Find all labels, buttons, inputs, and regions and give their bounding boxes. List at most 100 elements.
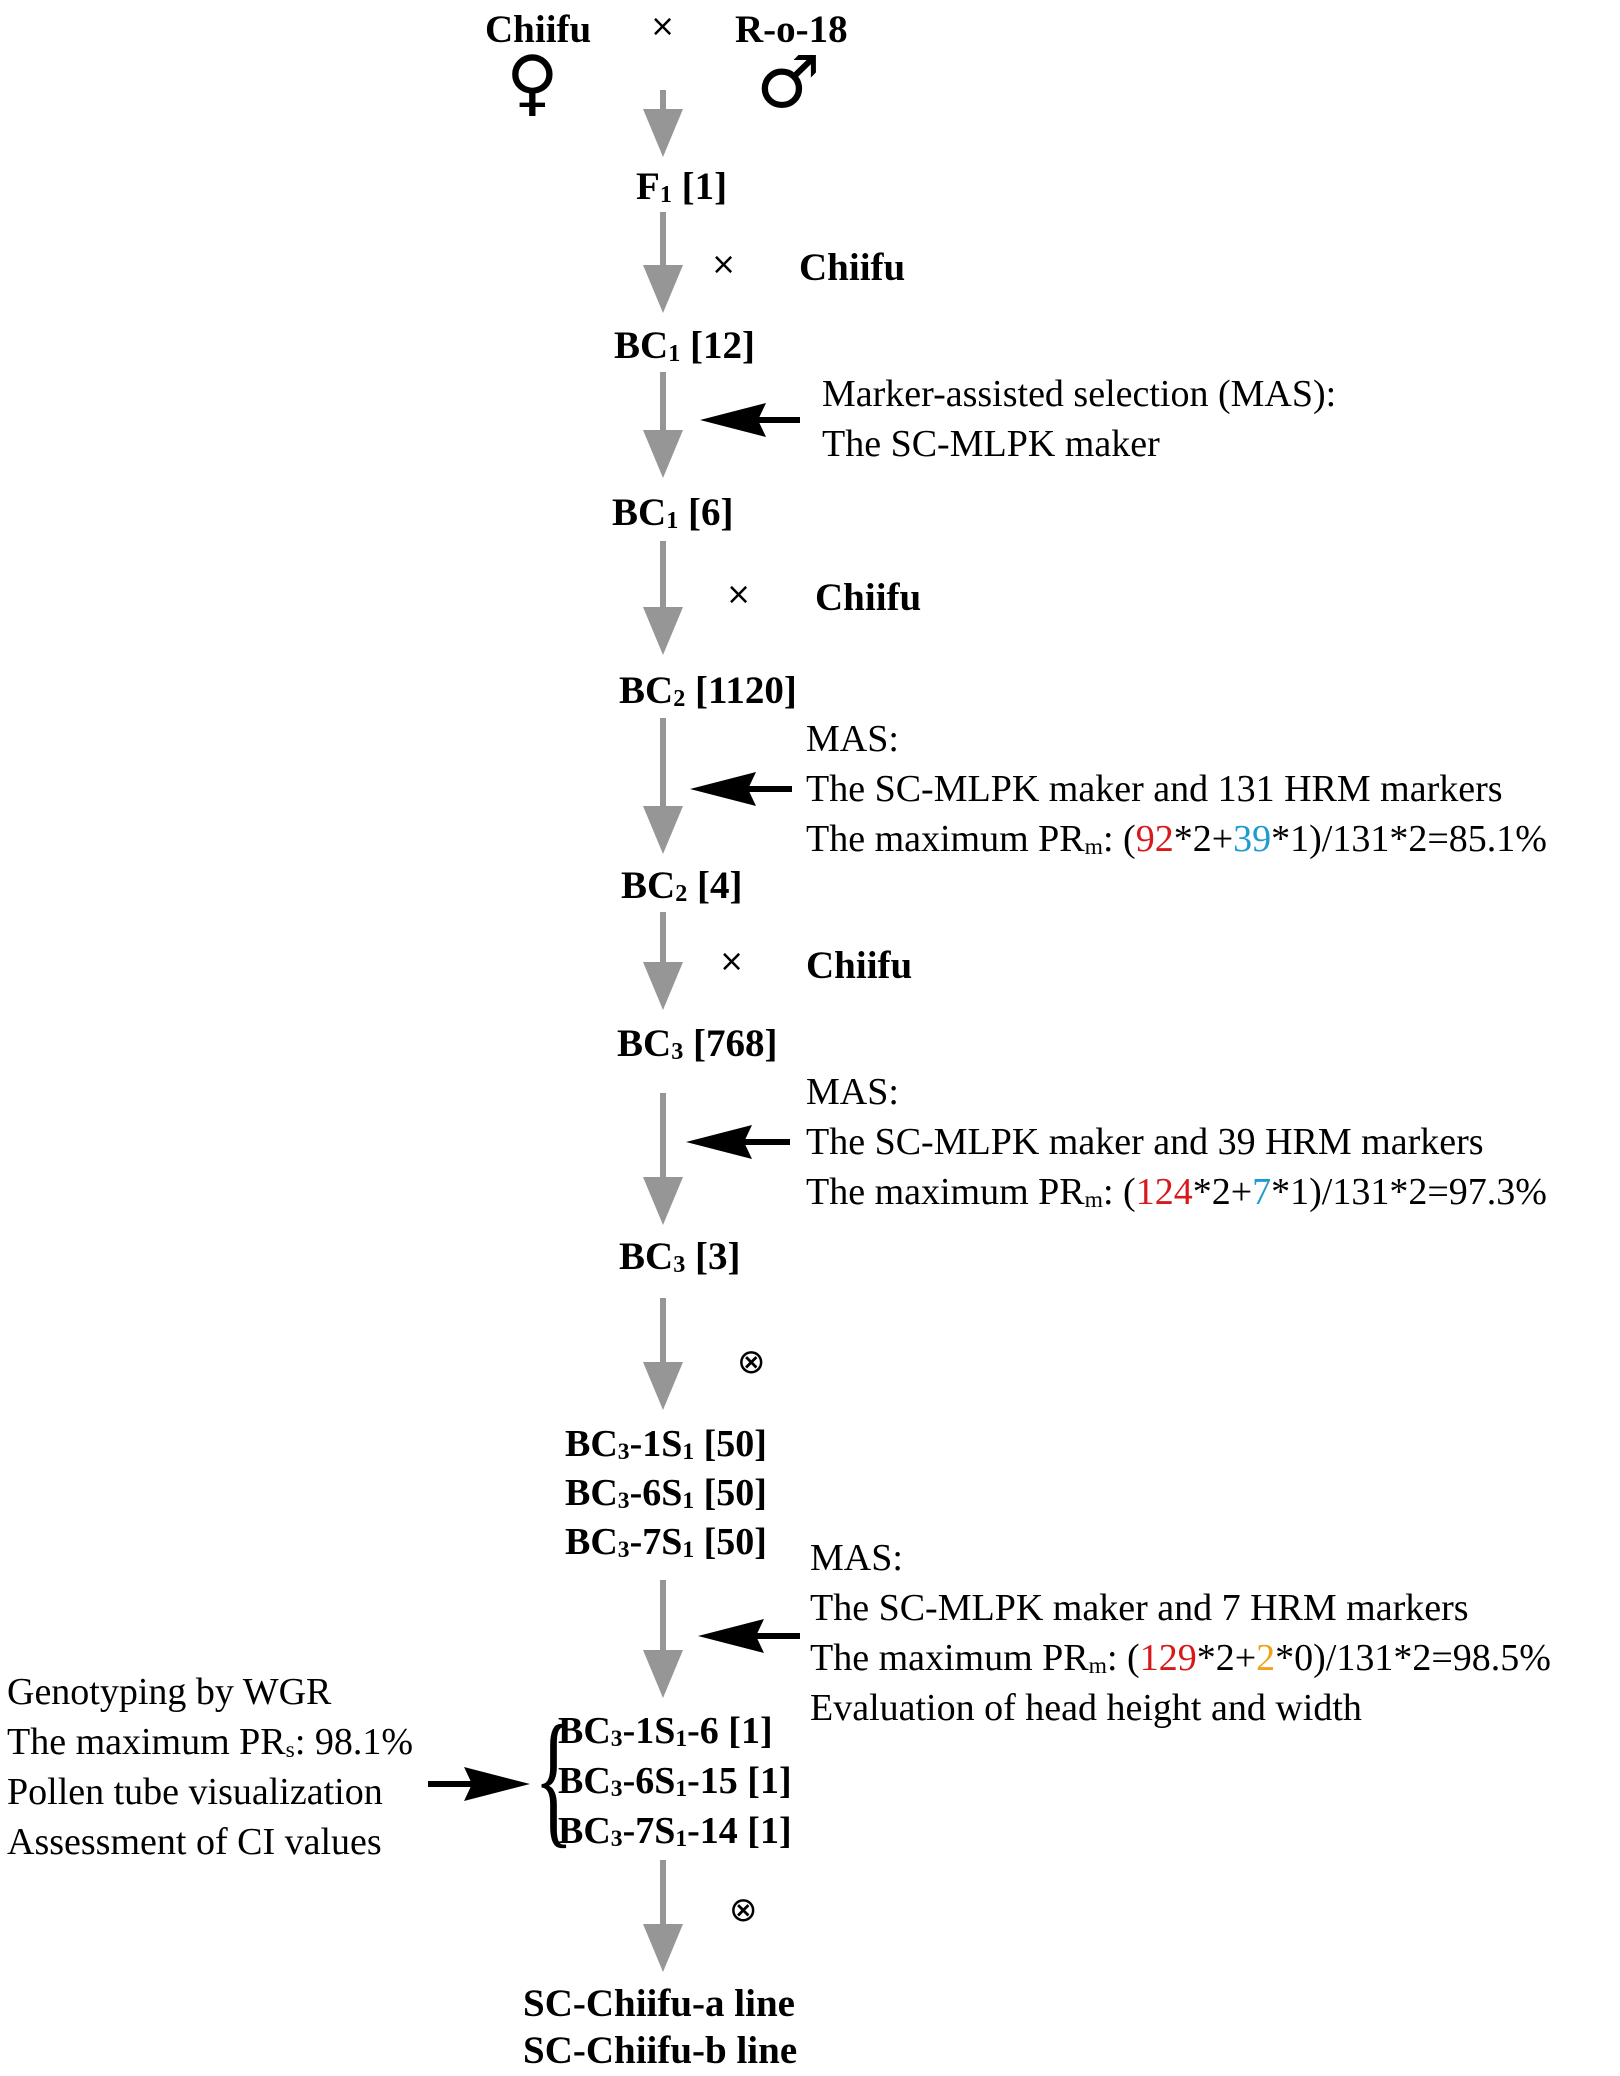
selected-plant: BC3-7S1-14 [1] — [558, 1812, 792, 1851]
plant-prefix: BC — [558, 1760, 611, 1802]
selfing-symbol: ⊗ — [729, 1890, 758, 1930]
mas-step-4-evaluation: Evaluation of head height and width — [810, 1687, 1362, 1729]
flow-arrow — [643, 90, 683, 157]
mas-step-2-proportion: The maximum PRm: (92*2+39*1)/131*2=85.1% — [806, 820, 1547, 859]
backcross-parent: Chiifu — [806, 944, 913, 987]
selection-arrow — [698, 1619, 800, 1653]
generation-bc1-initial: BC1 [12] — [614, 326, 755, 366]
mas-step-4-proportion: The maximum PRm: (129*2+2*0)/131*2=98.5% — [810, 1639, 1551, 1678]
homozygous-count: 124 — [1135, 1171, 1193, 1213]
pr-formula-mid: *2+ — [1173, 818, 1234, 860]
generation-bc3-initial: BC3 [768] — [617, 1024, 778, 1064]
plant-line: -1S — [622, 1710, 676, 1752]
plant-prefix: BC — [558, 1810, 611, 1852]
family-sub-1: 3 — [617, 1487, 630, 1514]
heterozygous-count: 39 — [1233, 818, 1272, 860]
family-sub-1: 3 — [617, 1438, 630, 1465]
heterozygous-count: 7 — [1252, 1171, 1272, 1213]
pr-colon: : ( — [1102, 818, 1136, 860]
plant-count: [3] — [695, 1235, 741, 1278]
selection-arrow — [700, 403, 800, 437]
generation-subscript: 1 — [668, 339, 681, 367]
other-count: 2 — [1256, 1637, 1276, 1679]
generation-subscript: 3 — [671, 1037, 684, 1065]
selected-plant: BC3-6S1-15 [1] — [558, 1762, 792, 1801]
selected-plant: BC3-1S1-6 [1] — [558, 1712, 773, 1751]
generation-subscript: 3 — [673, 1250, 686, 1278]
pr-subscript: m — [1084, 833, 1103, 860]
cross-symbol: × — [650, 9, 676, 44]
plant-line: -7S — [622, 1810, 676, 1852]
generation-subscript: 2 — [673, 684, 686, 712]
pr-label: The maximum PR — [806, 1171, 1085, 1213]
pr-formula-tail: *1)/131*2=85.1% — [1271, 818, 1547, 860]
family-sub-2: 1 — [682, 1487, 695, 1514]
generation-bc3-selected: BC3 [3] — [619, 1237, 741, 1277]
homozygous-count: 129 — [1139, 1637, 1197, 1679]
family-sub-2: 1 — [682, 1438, 695, 1465]
backcross-parent: Chiifu — [799, 246, 906, 289]
family-sub-1: 3 — [617, 1536, 630, 1563]
pr-subscript: m — [1088, 1652, 1107, 1679]
pr-formula-mid: *2+ — [1196, 1637, 1257, 1679]
pr-colon: : ( — [1102, 1171, 1136, 1213]
plant-count: [768] — [693, 1022, 778, 1065]
plant-count: [6] — [688, 491, 734, 534]
plant-line: -6S — [622, 1760, 676, 1802]
backcross-symbol: × — [719, 944, 745, 979]
female-parent: Chiifu — [485, 8, 592, 51]
pr-label: The maximum PR — [810, 1637, 1089, 1679]
bc3s1-family: BC3-6S1 [50] — [565, 1474, 767, 1513]
mas-step-1-title: Marker-assisted selection (MAS): — [822, 373, 1337, 415]
plant-count: [50] — [694, 1423, 767, 1465]
male-parent: R-o-18 — [735, 8, 848, 51]
backcross-parent: Chiifu — [815, 576, 922, 619]
flow-arrow — [643, 718, 683, 854]
pr-subscript: s — [285, 1736, 295, 1763]
flow-arrow — [643, 372, 683, 478]
mas-step-1-marker: The SC-MLPK maker — [822, 423, 1160, 465]
plant-count: [1120] — [695, 669, 797, 712]
left-note-pollen: Pollen tube visualization — [7, 1771, 383, 1813]
generation-subscript: 2 — [675, 879, 688, 907]
left-note-ci: Assessment of CI values — [7, 1821, 382, 1863]
backcross-symbol: × — [726, 577, 752, 612]
pr-colon: : ( — [1106, 1637, 1140, 1679]
plant-count: [12] — [690, 324, 756, 367]
left-note-genotyping: Genotyping by WGR — [7, 1671, 332, 1713]
plant-prefix: BC — [558, 1710, 611, 1752]
final-line-b: SC-Chiifu-b line — [523, 2029, 798, 2072]
plant-sub-1: 3 — [610, 1725, 623, 1752]
selection-arrow — [428, 1767, 530, 1801]
family-prefix: BC — [565, 1521, 618, 1563]
female-symbol-icon: ♀ — [506, 40, 559, 124]
generation-name: BC — [614, 324, 669, 367]
family-sub-2: 1 — [682, 1536, 695, 1563]
generation-bc2-initial: BC2 [1120] — [619, 671, 797, 711]
mas-step-3-proportion: The maximum PRm: (124*2+7*1)/131*2=97.3% — [806, 1173, 1547, 1212]
generation-name: BC — [619, 669, 674, 712]
pr-value: : 98.1% — [294, 1721, 414, 1763]
pr-subscript: m — [1084, 1186, 1103, 1213]
flow-arrow — [643, 912, 683, 1010]
generation-name: BC — [612, 491, 667, 534]
generation-subscript: 1 — [666, 506, 679, 534]
final-line-a: SC-Chiifu-a line — [523, 1982, 795, 2025]
mas-step-4-title: MAS: — [810, 1537, 903, 1579]
family-line: -7S — [629, 1521, 683, 1563]
plant-count: [1] — [681, 165, 728, 208]
generation-name: BC — [621, 864, 676, 907]
plant-count: [50] — [694, 1521, 767, 1563]
plant-sub-1: 3 — [610, 1775, 623, 1802]
plant-id-count: -6 [1] — [687, 1710, 773, 1752]
pr-formula-mid: *2+ — [1192, 1171, 1253, 1213]
flow-arrow — [643, 541, 683, 655]
plant-sub-2: 1 — [675, 1825, 688, 1852]
pr-formula-tail: *0)/131*2=98.5% — [1275, 1637, 1551, 1679]
left-note-proportion: The maximum PRs: 98.1% — [7, 1723, 413, 1762]
mas-step-3-title: MAS: — [806, 1071, 899, 1113]
generation-name: BC — [617, 1022, 672, 1065]
mas-step-4-markers: The SC-MLPK maker and 7 HRM markers — [810, 1587, 1469, 1629]
